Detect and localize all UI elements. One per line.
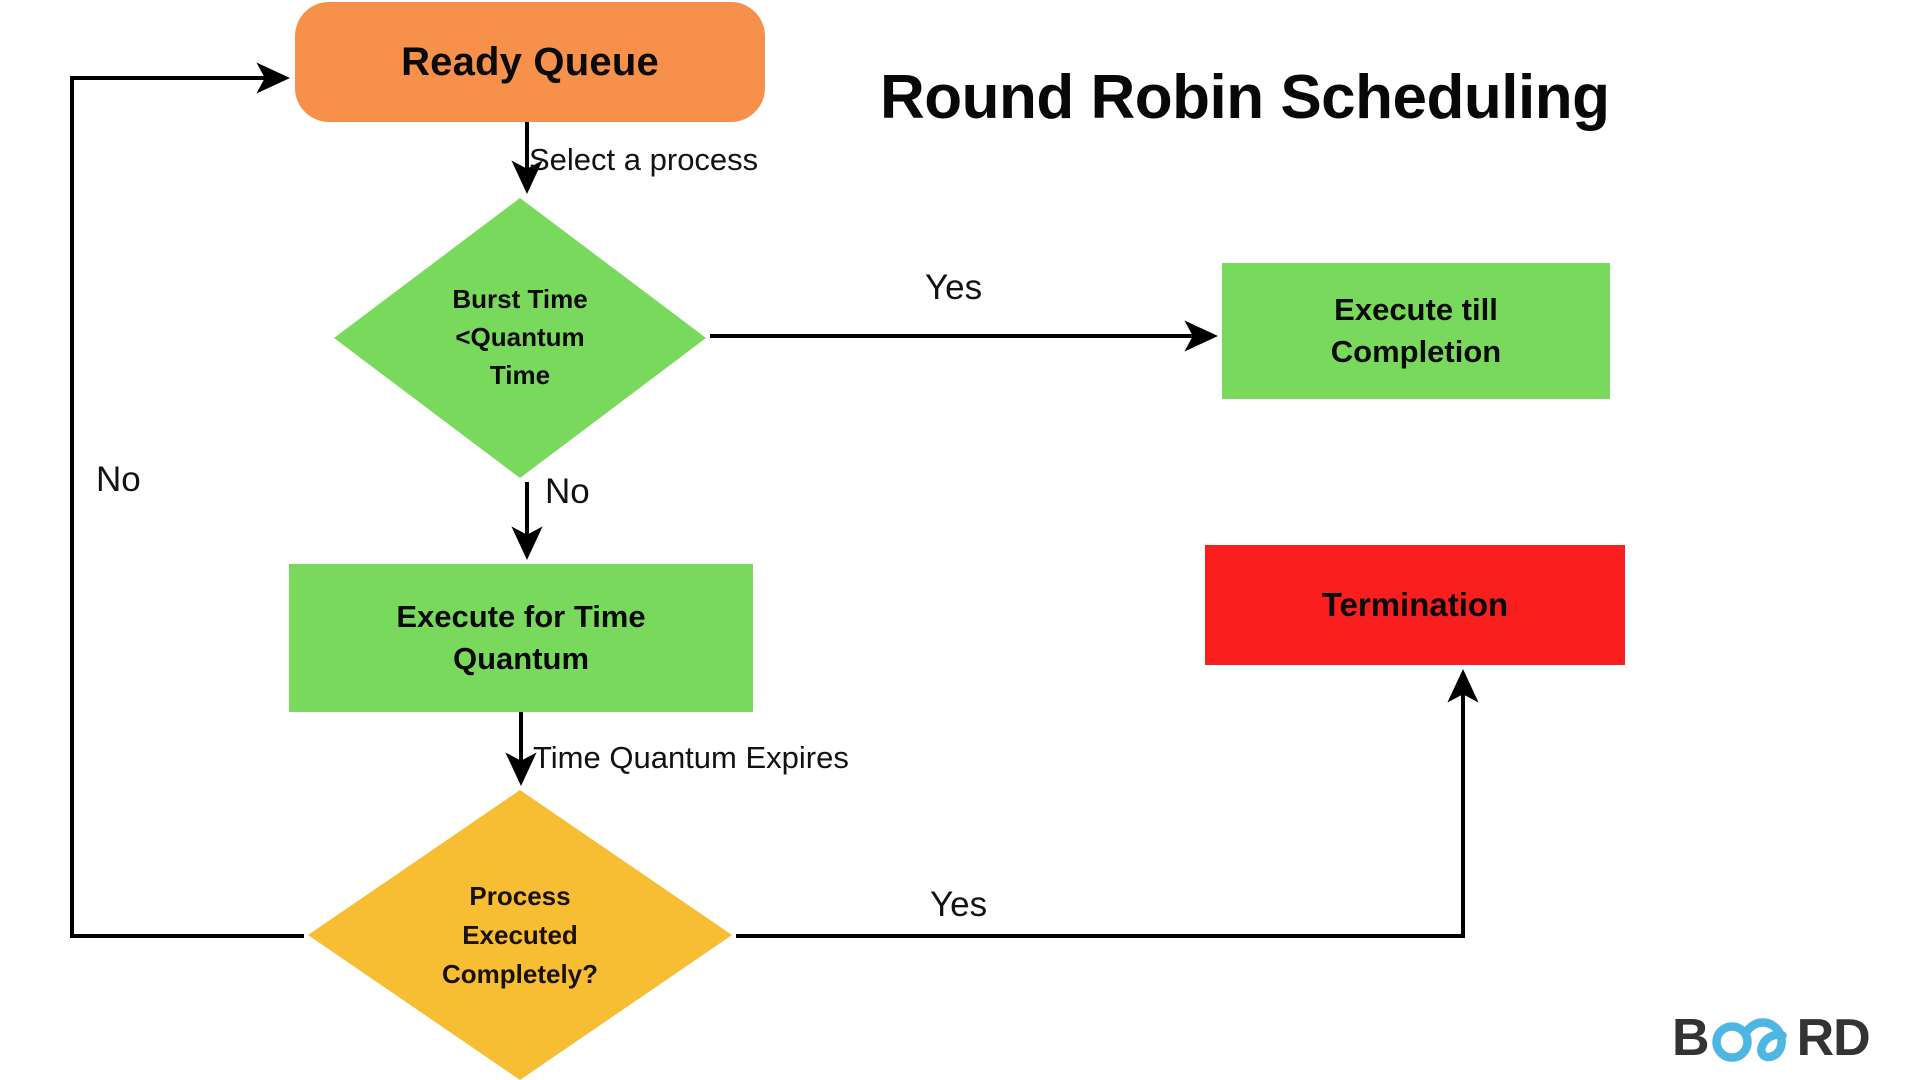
edge-label-no-burst: No (545, 472, 590, 511)
node-execute-for-time-quantum-label: Execute for Time Quantum (396, 599, 646, 676)
edge-label-yes-process-done: Yes (930, 885, 988, 924)
edge-label-time-quantum-expires: Time Quantum Expires (533, 740, 849, 775)
board-logo: B RD (1672, 1008, 1871, 1068)
node-ready-queue-label: Ready Queue (401, 40, 659, 84)
node-termination[interactable]: Termination (1205, 545, 1625, 665)
node-execute-till-completion[interactable]: Execute till Completion (1222, 263, 1610, 399)
edge-process-yes-to-termination (736, 669, 1479, 938)
node-process-executed-decision[interactable]: Process Executed Completely? (308, 790, 732, 1080)
infinity-oa-mark (1711, 1018, 1787, 1062)
edge-label-no-feedback-loop: No (96, 460, 141, 499)
board-logo-suffix: RD (1796, 1009, 1871, 1067)
node-execute-for-time-quantum[interactable]: Execute for Time Quantum (289, 564, 753, 712)
node-termination-label: Termination (1321, 586, 1509, 624)
node-burst-time-decision-label: Burst Time <Quantum Time (452, 284, 588, 390)
node-burst-time-decision[interactable]: Burst Time <Quantum Time (334, 198, 706, 478)
edge-label-select-a-process: Select a process (529, 142, 759, 177)
board-logo-prefix: B (1672, 1009, 1710, 1067)
board-logo-wordmark: B RD (1672, 1008, 1871, 1068)
node-process-executed-decision-label: Process Executed Completely? (441, 880, 599, 989)
node-execute-till-completion-label: Execute till Completion (1330, 292, 1502, 369)
node-ready-queue[interactable]: Ready Queue (295, 2, 765, 122)
edge-label-yes-burst: Yes (925, 268, 983, 307)
page-title: Round Robin Scheduling (880, 63, 1610, 132)
edge-process-no-to-ready-queue (70, 62, 304, 938)
